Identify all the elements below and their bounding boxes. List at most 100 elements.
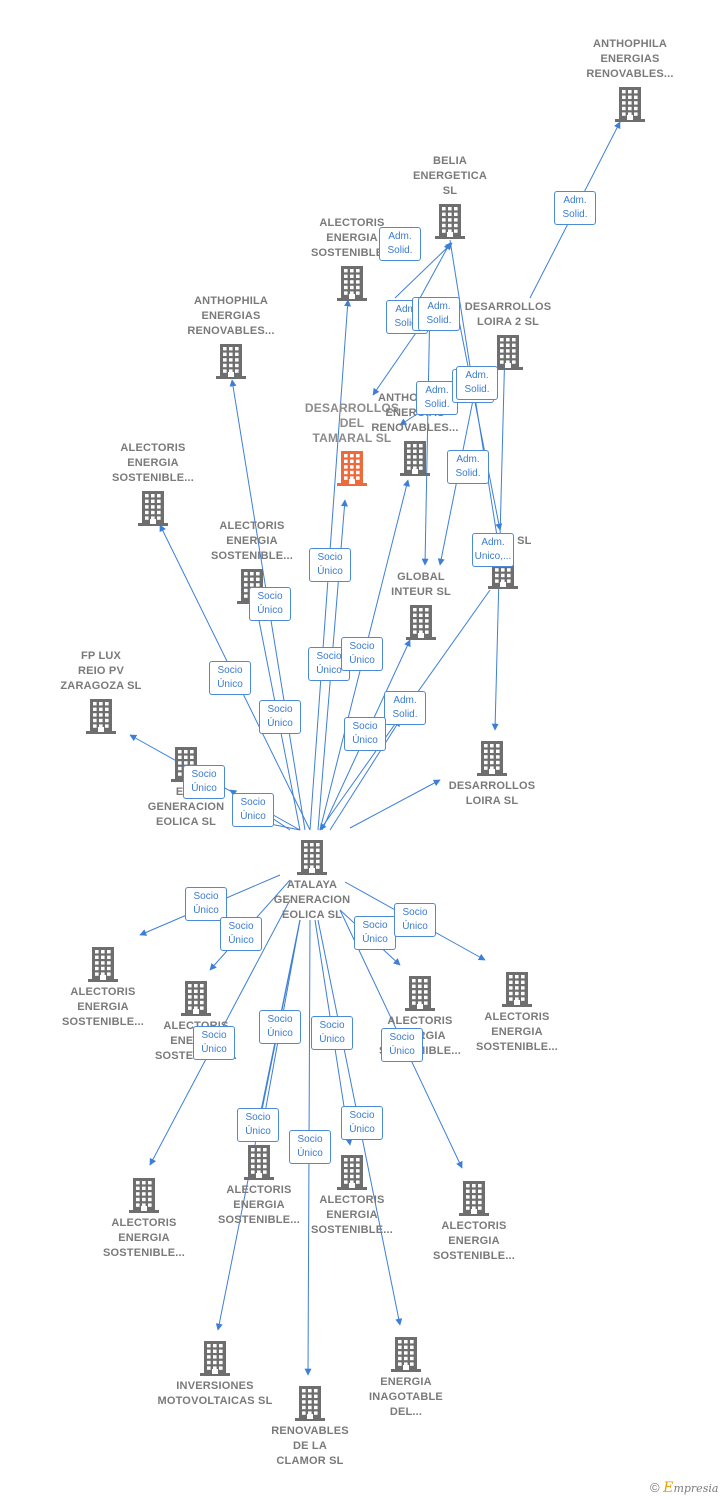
relation-edge — [419, 242, 451, 299]
company-node-renovables-clamor[interactable]: RENOVABLES DE LA CLAMOR SL — [240, 1385, 380, 1469]
relation-label[interactable]: Socio Único — [209, 661, 251, 695]
building-icon — [88, 947, 118, 982]
company-name: ALECTORIS ENERGIA SOSTENIBLE... — [111, 442, 195, 484]
relation-label[interactable]: Adm. Solid. — [384, 691, 426, 725]
building-icon — [435, 204, 465, 239]
company-name: ANTHOPHILA ENERGIAS RENOVABLES... — [586, 38, 674, 80]
relation-label[interactable]: Adm. Solid. — [416, 381, 458, 415]
company-name: ALECTORIS ENERGIA SOSTENIBLE... — [432, 1220, 516, 1262]
relation-label[interactable]: Socio Único — [341, 637, 383, 671]
company-node-alectoris-top[interactable]: ALECTORIS ENERGIA SOSTENIBLE... — [282, 216, 422, 301]
relation-label[interactable]: Adm. Solid. — [554, 191, 596, 225]
relation-label[interactable]: Socio Único — [259, 1010, 301, 1044]
building-icon — [244, 1145, 274, 1180]
building-icon — [615, 87, 645, 122]
company-name: ALECTORIS ENERGIA SOSTENIBLE... — [61, 986, 145, 1028]
company-name: BELIA ENERGETICA SL — [412, 155, 488, 197]
company-node-global-inteur[interactable]: GLOBAL INTEUR SL — [351, 570, 491, 640]
company-node-desarrollos-tamaral[interactable]: DESARROLLOS DEL TAMARAL SL — [282, 401, 422, 486]
relation-label[interactable]: Adm. Solid. — [379, 227, 421, 261]
relation-label[interactable]: Socio Único — [394, 903, 436, 937]
company-node-belia[interactable]: BELIA ENERGETICA SL — [380, 154, 520, 239]
relation-label[interactable]: Adm. Solid. — [447, 450, 489, 484]
company-name: DESARROLLOS LOIRA SL — [448, 780, 536, 807]
building-icon — [295, 1386, 325, 1421]
company-name: ALECTORIS ENERGIA SOSTENIBLE... — [475, 1011, 559, 1053]
building-icon — [337, 266, 367, 301]
relation-edge — [329, 719, 401, 831]
building-icon — [405, 976, 435, 1011]
relation-label[interactable]: Adm. Solid. — [418, 297, 460, 331]
relation-label[interactable]: Socio Único — [232, 793, 274, 827]
company-name: ANTHOPHILA ENERGIAS RENOVABLES... — [187, 295, 275, 337]
relation-label[interactable]: Socio Único — [309, 548, 351, 582]
company-name: GLOBAL INTEUR SL — [391, 571, 451, 598]
relation-edge — [421, 299, 431, 566]
relation-label[interactable]: Socio Único — [249, 587, 291, 621]
company-node-alectoris-left[interactable]: ALECTORIS ENERGIA SOSTENIBLE... — [83, 441, 223, 526]
building-icon — [181, 981, 211, 1016]
relation-label[interactable]: Socio Único — [289, 1130, 331, 1164]
company-name: DESARROLLOS DEL TAMARAL SL — [304, 401, 400, 445]
company-node-desarrollos-loira2[interactable]: DESARROLLOS LOIRA 2 SL — [438, 300, 578, 370]
company-node-alectoris-b7[interactable]: ALECTORIS ENERGIA SOSTENIBLE... — [282, 1154, 422, 1238]
relation-label[interactable]: Socio Único — [185, 887, 227, 921]
company-node-alectoris-b1[interactable]: ALECTORIS ENERGIA SOSTENIBLE... — [33, 946, 173, 1030]
building-icon — [216, 344, 246, 379]
building-icon — [400, 441, 430, 476]
company-node-alectoris-b5[interactable]: ALECTORIS ENERGIA SOSTENIBLE... — [74, 1177, 214, 1261]
building-icon — [459, 1181, 489, 1216]
building-icon — [337, 451, 367, 486]
company-name: ALECTORIS ENERGIA SOSTENIBLE... — [310, 217, 394, 259]
relation-label[interactable]: Socio Único — [344, 717, 386, 751]
company-name: ALECTORIS ENERGIA SOSTENIBLE... — [217, 1184, 301, 1226]
building-icon — [297, 840, 327, 875]
company-name: ALECTORIS ENERGIA SOSTENIBLE... — [210, 520, 294, 562]
company-node-anthophila-left[interactable]: ANTHOPHILA ENERGIAS RENOVABLES... — [161, 294, 301, 379]
company-node-alectoris-b4[interactable]: ALECTORIS ENERGIA SOSTENIBLE... — [447, 971, 587, 1055]
relation-label[interactable]: Socio Único — [311, 1016, 353, 1050]
company-node-fp-lux[interactable]: FP LUX REIO PV ZARAGOZA SL — [31, 649, 171, 734]
company-node-energia-inagotable[interactable]: ENERGIA INAGOTABLE DEL... — [336, 1336, 476, 1420]
company-node-inversiones[interactable]: INVERSIONES MOTOVOLTAICAS SL — [145, 1340, 285, 1409]
building-icon — [493, 335, 523, 370]
copyright-footer: © Empresia — [650, 1480, 718, 1496]
company-node-alectoris-b6[interactable]: ALECTORIS ENERGIA SOSTENIBLE... — [189, 1144, 329, 1228]
copyright-symbol: © — [650, 1480, 660, 1495]
relation-label[interactable]: Socio Único — [220, 917, 262, 951]
company-name: ATALAYA GENERACION EOLICA SL — [273, 879, 351, 921]
company-name: RENOVABLES DE LA CLAMOR SL — [271, 1425, 349, 1467]
relation-label[interactable]: Socio Único — [354, 916, 396, 950]
relation-label[interactable]: Adm. Solid. — [456, 366, 498, 400]
company-name: FP LUX REIO PV ZARAGOZA SL — [60, 650, 142, 692]
building-icon — [138, 491, 168, 526]
building-icon — [200, 1341, 230, 1376]
building-icon — [502, 972, 532, 1007]
brand-name: mpresia — [673, 1482, 719, 1495]
relation-label[interactable]: Socio Único — [381, 1028, 423, 1062]
relation-label[interactable]: Socio Único — [237, 1108, 279, 1142]
relation-edge — [394, 242, 453, 299]
building-icon — [477, 741, 507, 776]
building-icon — [337, 1155, 367, 1190]
company-node-desarrollos-loira[interactable]: DESARROLLOS LOIRA SL — [422, 740, 562, 809]
building-icon — [86, 699, 116, 734]
building-icon — [406, 605, 436, 640]
company-node-anthophila-top[interactable]: ANTHOPHILA ENERGIAS RENOVABLES... — [560, 37, 700, 122]
company-node-alectoris-b8[interactable]: ALECTORIS ENERGIA SOSTENIBLE... — [404, 1180, 544, 1264]
building-icon — [129, 1178, 159, 1213]
relation-label[interactable]: Adm. Unico,... — [472, 533, 514, 567]
relation-label[interactable]: Socio Único — [259, 700, 301, 734]
company-name: DESARROLLOS LOIRA 2 SL — [464, 301, 552, 328]
relation-label[interactable]: Socio Único — [341, 1106, 383, 1140]
relation-label[interactable]: Socio Único — [183, 765, 225, 799]
company-name: ALECTORIS ENERGIA SOSTENIBLE... — [102, 1217, 186, 1259]
relation-label[interactable]: Socio Único — [193, 1026, 235, 1060]
company-name: INVERSIONES MOTOVOLTAICAS SL — [157, 1380, 273, 1407]
company-name: ALECTORIS ENERGIA SOSTENIBLE... — [310, 1194, 394, 1236]
relation-edge — [349, 779, 441, 829]
building-icon — [391, 1337, 421, 1372]
company-name: ENERGIA INAGOTABLE DEL... — [369, 1376, 443, 1418]
company-node-atalaya[interactable]: ATALAYA GENERACION EOLICA SL — [242, 839, 382, 923]
brand-initial: E — [663, 1480, 674, 1496]
